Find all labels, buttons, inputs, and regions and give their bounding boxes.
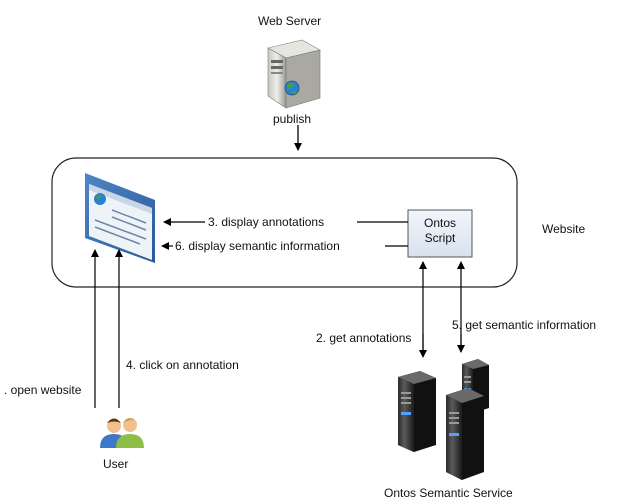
- ontos-script-line2: Script: [424, 231, 456, 245]
- web-server-icon: [267, 39, 321, 109]
- website-container: [51, 157, 518, 288]
- ontos-script-label: Ontos Script: [408, 216, 472, 246]
- step-click-annotation: 4. click on annotation: [126, 358, 239, 372]
- ontos-script-box: [407, 209, 473, 258]
- step-get-semantic: 5. get semantic information: [452, 318, 597, 332]
- user-label: User: [103, 457, 129, 471]
- step-display-semantic: 6. display semantic information: [175, 239, 340, 253]
- user-icon: [100, 418, 144, 448]
- web-server-label: Web Server: [258, 14, 322, 28]
- step-open-website: . open website: [4, 383, 82, 397]
- website-label: Website: [542, 222, 586, 236]
- step-display-annotations: 3. display annotations: [208, 215, 325, 229]
- step-get-annotations: 2. get annotations: [316, 331, 412, 345]
- ontos-script-line1: Ontos: [423, 216, 456, 230]
- service-label: Ontos Semantic Service: [384, 486, 513, 500]
- publish-label: publish: [273, 112, 312, 126]
- server-cluster-icon: [398, 359, 489, 480]
- browser-window-icon: [85, 173, 155, 263]
